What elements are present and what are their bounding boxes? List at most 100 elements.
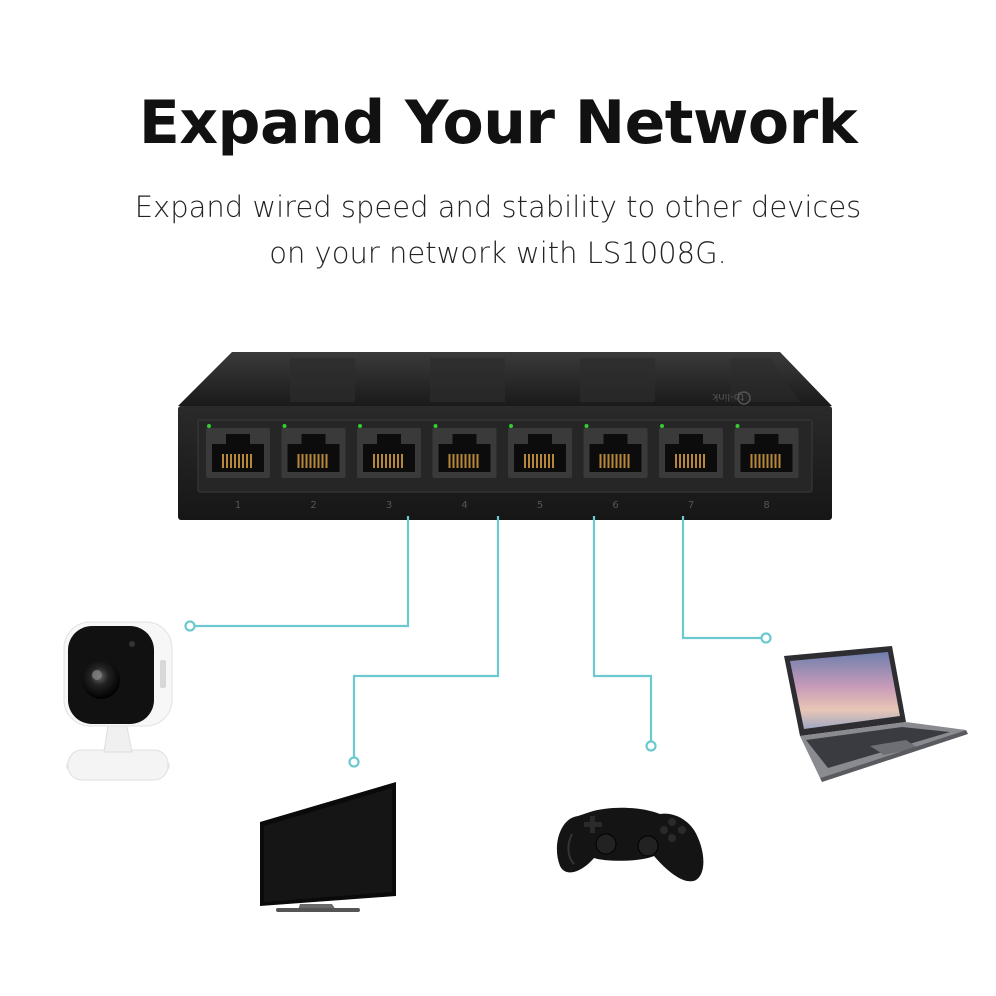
port-contact: [524, 454, 526, 468]
port-number-label: 8: [763, 500, 769, 511]
port-contact: [448, 454, 451, 468]
port-contact: [472, 454, 475, 468]
port-led-icon: [207, 424, 211, 428]
connector-gamepad: [592, 516, 653, 746]
port-contact: [683, 454, 685, 468]
port-contact: [234, 454, 236, 468]
port-number-label: 3: [386, 500, 392, 511]
port-contact: [778, 454, 781, 468]
port-contact: [305, 454, 308, 468]
port-contact: [246, 454, 248, 468]
connector-lines: [190, 516, 766, 762]
ethernet-port-4: 4: [432, 424, 497, 511]
port-contact: [619, 454, 622, 468]
port-contact: [464, 454, 467, 468]
ethernet-port-1: 1: [206, 424, 270, 511]
port-contact: [389, 454, 391, 468]
tv-icon: [260, 782, 396, 912]
port-contact: [544, 454, 546, 468]
ethernet-port-6: 6: [583, 424, 648, 511]
port-contact: [397, 454, 399, 468]
port-contact: [699, 454, 701, 468]
subtitle-line-2: on your network with LS1008G.: [269, 236, 727, 270]
port-contact: [687, 454, 689, 468]
port-contact: [695, 454, 697, 468]
connector-laptop: [681, 516, 766, 640]
port-led-icon: [358, 424, 362, 428]
connector-dot-tv: [348, 756, 360, 768]
port-contact: [762, 454, 765, 468]
port-contact: [377, 454, 379, 468]
port-contact: [774, 454, 777, 468]
port-contact: [607, 454, 610, 468]
port-number-label: 1: [235, 500, 241, 511]
port-contact: [301, 454, 304, 468]
port-contact: [623, 454, 626, 468]
port-led-icon: [735, 424, 740, 428]
port-contact: [250, 454, 252, 468]
port-led-icon: [282, 424, 287, 428]
port-led-icon: [584, 424, 589, 428]
network-switch: tp-link 1 2 3 4 5 6 7 8: [178, 352, 832, 520]
ethernet-port-3: 3: [357, 424, 421, 511]
tp-link-logo: tp-link: [712, 391, 751, 405]
connector-dot-camera: [184, 620, 196, 632]
port-contact: [703, 454, 705, 468]
port-contact: [627, 454, 630, 468]
connector-dot-gamepad: [645, 740, 657, 752]
port-contact: [540, 454, 542, 468]
port-contact: [460, 454, 463, 468]
port-contact: [603, 454, 606, 468]
ethernet-port-5: 5: [508, 424, 572, 511]
port-contact: [599, 454, 602, 468]
ethernet-port-7: 7: [659, 424, 723, 511]
connector-tv: [352, 516, 500, 762]
ethernet-port-8: 8: [734, 424, 799, 511]
port-number-label: 5: [537, 500, 543, 511]
connector-camera: [190, 516, 410, 628]
port-contact: [758, 454, 761, 468]
port-contact: [552, 454, 554, 468]
port-contact: [222, 454, 224, 468]
port-contact: [675, 454, 677, 468]
port-contact: [476, 454, 479, 468]
headline: Expand Your Network: [138, 88, 858, 158]
port-contact: [750, 454, 753, 468]
svg-text:tp-link: tp-link: [712, 391, 744, 402]
port-contact: [401, 454, 403, 468]
connector-dots: [184, 620, 772, 768]
port-contact: [226, 454, 228, 468]
port-contact: [468, 454, 471, 468]
port-number-label: 2: [310, 500, 316, 511]
port-contact: [373, 454, 375, 468]
port-number-label: 7: [688, 500, 694, 511]
port-contact: [691, 454, 693, 468]
port-contact: [456, 454, 459, 468]
ethernet-port-2: 2: [281, 424, 346, 511]
port-contact: [532, 454, 534, 468]
connector-dot-laptop: [760, 632, 772, 644]
port-contact: [385, 454, 387, 468]
subtitle: Expand wired speed and stability to othe…: [0, 184, 996, 276]
port-contact: [230, 454, 232, 468]
port-led-icon: [433, 424, 438, 428]
port-led-icon: [660, 424, 664, 428]
port-contact: [242, 454, 244, 468]
port-contact: [679, 454, 681, 468]
port-contact: [766, 454, 769, 468]
port-contact: [313, 454, 316, 468]
port-contact: [381, 454, 383, 468]
port-led-icon: [509, 424, 513, 428]
port-contact: [536, 454, 538, 468]
port-number-label: 4: [461, 500, 467, 511]
port-contact: [528, 454, 530, 468]
port-contact: [770, 454, 773, 468]
laptop-icon: [784, 646, 968, 782]
port-contact: [452, 454, 455, 468]
port-contact: [393, 454, 395, 468]
port-contact: [309, 454, 312, 468]
port-number-label: 6: [612, 500, 618, 511]
port-contact: [321, 454, 324, 468]
subtitle-line-1: Expand wired speed and stability to othe…: [134, 190, 862, 224]
